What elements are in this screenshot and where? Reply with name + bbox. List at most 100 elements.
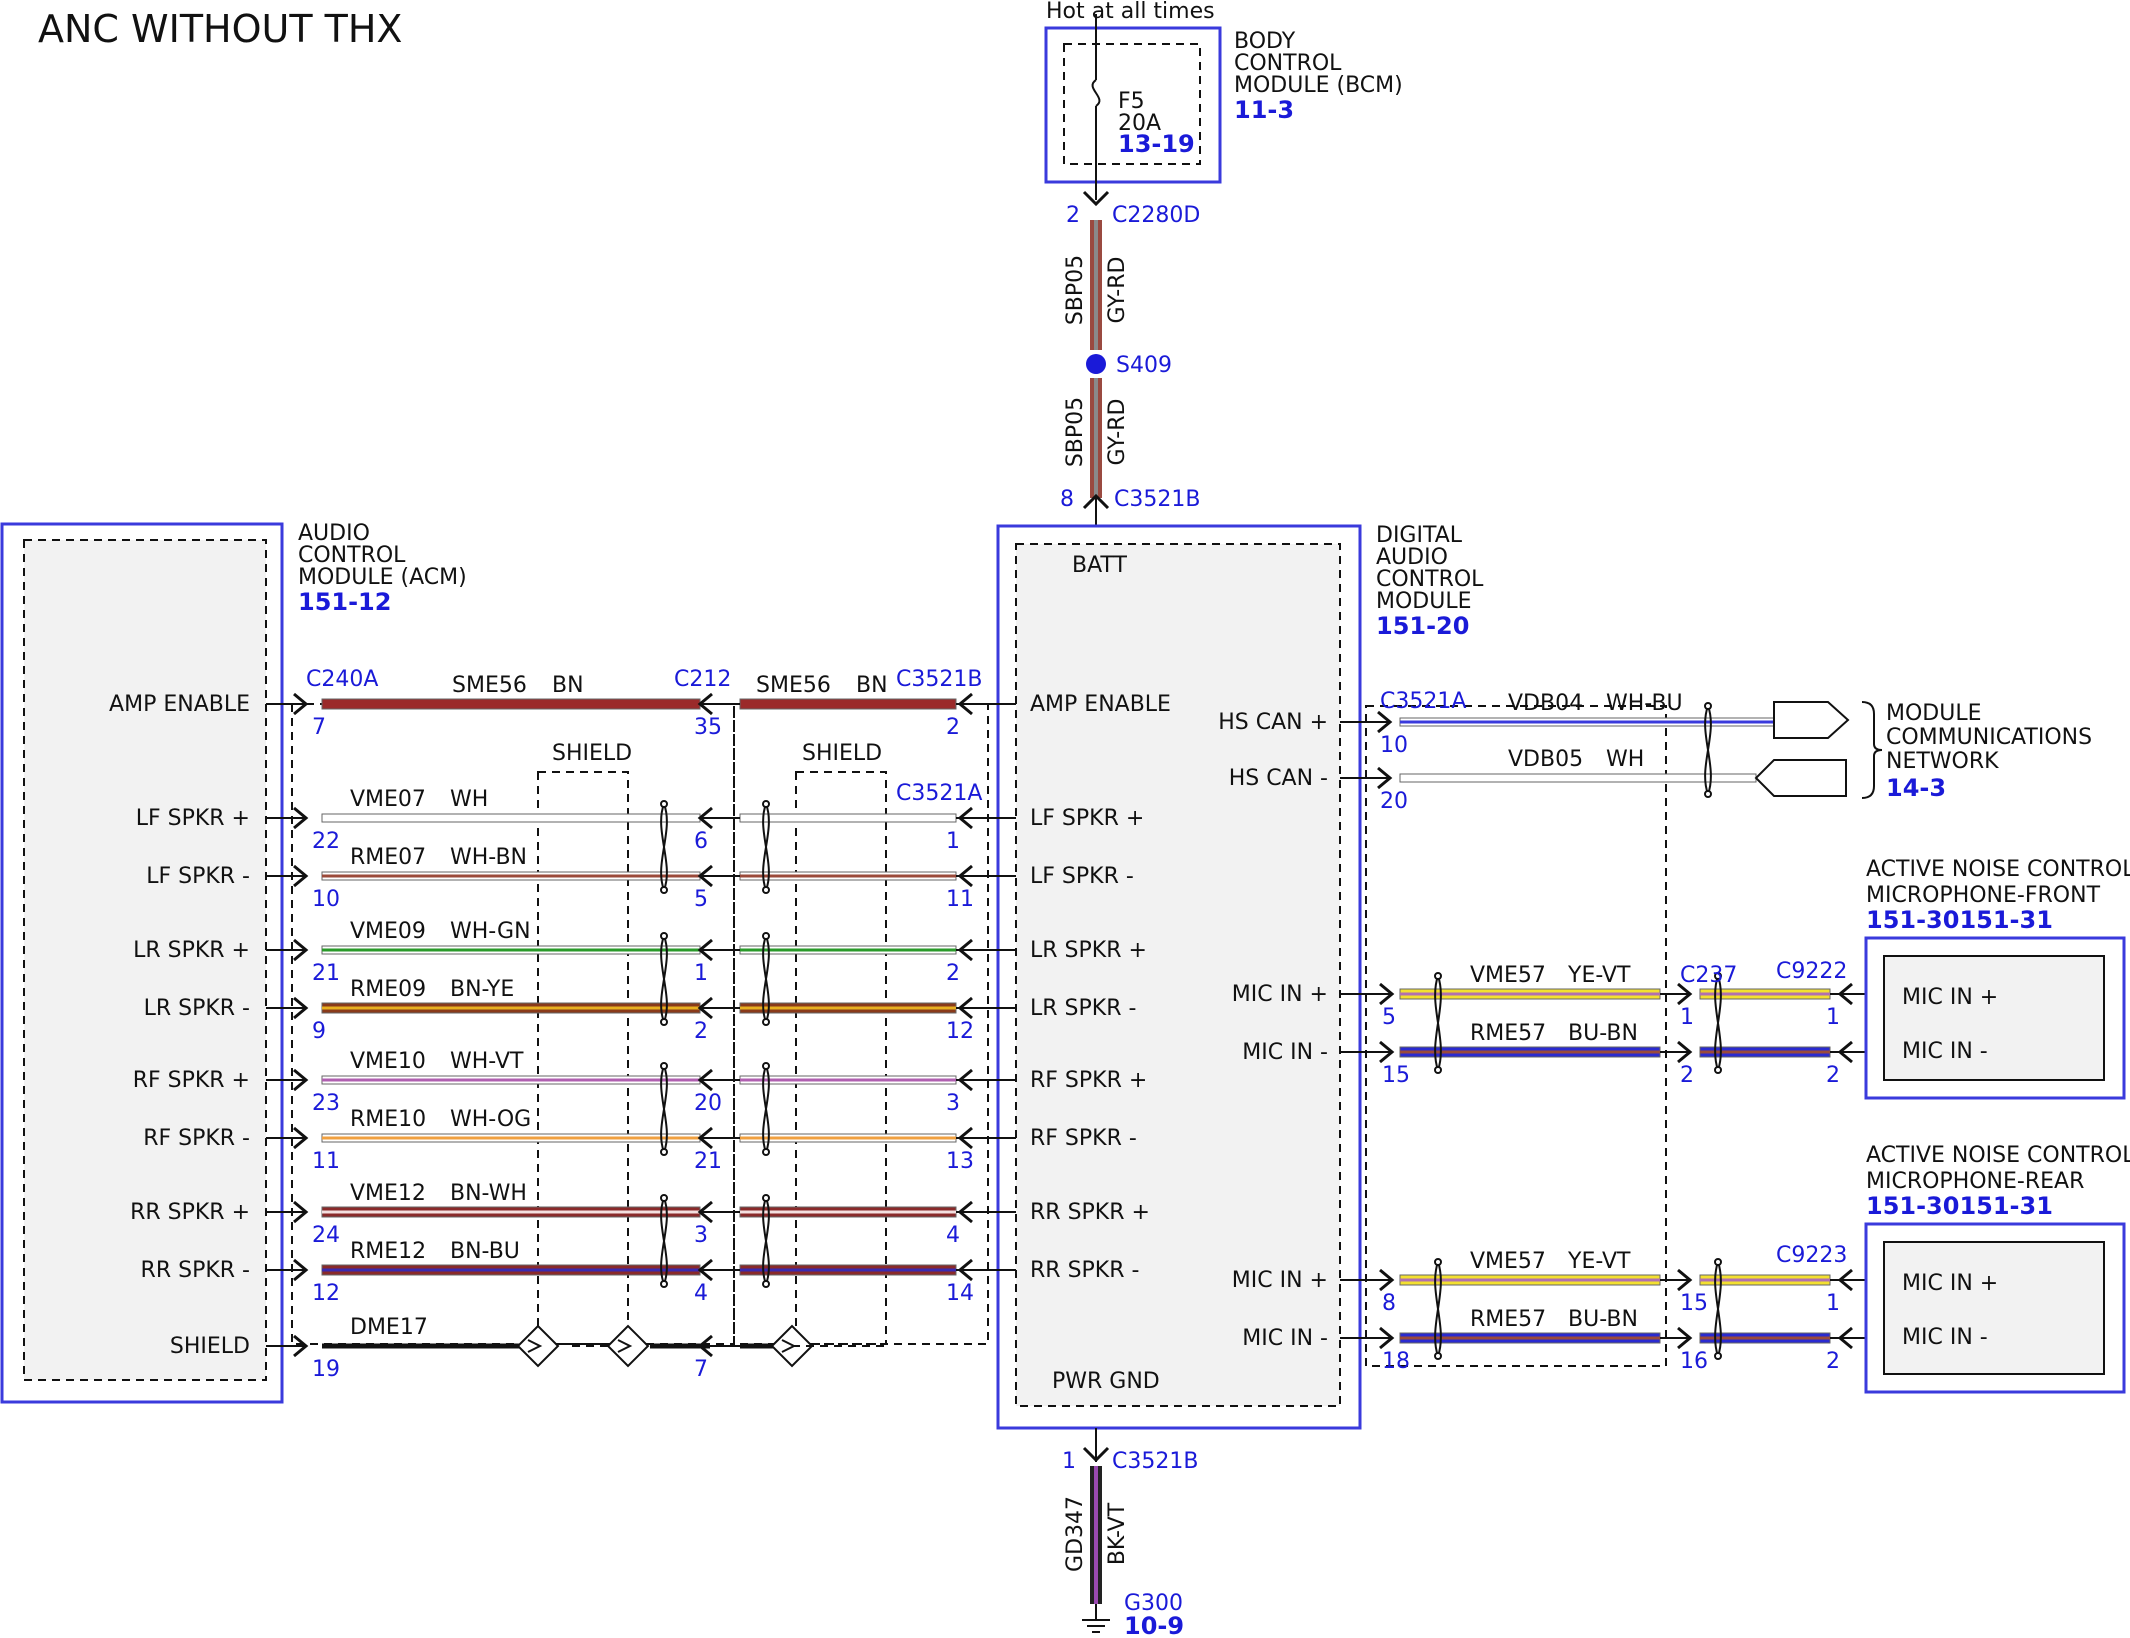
circuit-label: SBP05 [1063, 255, 1088, 325]
acm-inner-box [23, 539, 267, 1381]
svg-text:MIC IN -: MIC IN - [1902, 1039, 1988, 1064]
connector-arrow-icon [1377, 710, 1393, 734]
circuit-label: SME56 [756, 673, 831, 698]
dacm-mic-shield-outline [1365, 705, 1667, 1367]
pin-number: 4 [946, 1223, 960, 1248]
acm-pin-label: LR SPKR - [144, 996, 250, 1021]
pin-number: 9 [312, 1019, 326, 1044]
circuit-label: VDB05 [1508, 747, 1583, 772]
wire-color-label: BU-BN [1568, 1021, 1638, 1046]
wire-color-label: BN [552, 673, 584, 698]
hot-at-all-times-label: Hot at all times [1046, 0, 1215, 24]
circuit-label: VME10 [350, 1049, 426, 1074]
connector-arrow-icon [1082, 190, 1110, 207]
splice-icon [1086, 354, 1106, 374]
dacm-pin-label: LR SPKR - [1030, 996, 1136, 1021]
shield-2-box [795, 771, 887, 1345]
connector-arrow-icon [1379, 1268, 1395, 1292]
pin-number: 1 [694, 961, 708, 986]
acm-pin-label: RF SPKR + [133, 1068, 250, 1093]
power-feed: 2 C2280D S409 SBP05 GY-RD SBP05 GY-RD 8 … [1060, 190, 1200, 526]
acm-pin-label: AMP ENABLE [109, 692, 250, 717]
connector-arrow-icon [293, 938, 309, 962]
connector-arrow-icon [293, 996, 309, 1020]
ground-ref-link[interactable]: 10-9 [1124, 1612, 1184, 1638]
connector-id: C9222 [1776, 959, 1847, 984]
wire-color-label: BN-YE [450, 977, 514, 1002]
wire-stripe [740, 1268, 956, 1272]
pin-number: 11 [312, 1149, 340, 1174]
acm-ref-link[interactable]: 151-12 [298, 588, 391, 616]
svg-text:MIC IN +: MIC IN + [1902, 1271, 1998, 1296]
pin-number: 18 [1382, 1349, 1410, 1374]
svg-text:MICROPHONE-FRONT: MICROPHONE-FRONT [1866, 883, 2101, 908]
wire-color-label: BK-VT [1105, 1502, 1130, 1565]
connector-id: C3521B [896, 667, 982, 692]
wire-stripe [740, 1210, 956, 1214]
pin-number: 23 [312, 1091, 340, 1116]
dacm-pin-label: AMP ENABLE [1030, 692, 1171, 717]
pin-number: 8 [1382, 1291, 1396, 1316]
acm-pin-label: RR SPKR - [141, 1258, 250, 1283]
acm-pin-label: LF SPKR - [146, 864, 250, 889]
shield-label: SHIELD [552, 741, 632, 766]
pin-number: 24 [312, 1223, 340, 1248]
pin-number: 10 [1380, 733, 1408, 758]
wire-stripe [1400, 1336, 1660, 1340]
wire-color-label: GY-RD [1105, 399, 1130, 466]
svg-text:MIC IN -: MIC IN - [1902, 1325, 1988, 1350]
wire-stripe [322, 1210, 700, 1214]
circuit-label: VME57 [1470, 963, 1546, 988]
circuit-label: RME57 [1470, 1021, 1546, 1046]
connector-arrow-icon [293, 1068, 309, 1092]
pin-number: 2 [1066, 203, 1080, 228]
pin-number: 1 [1826, 1005, 1840, 1030]
dacm-module: BATT PWR GND DIGITAL AUDIO CONTROL MODUL… [996, 523, 1484, 1430]
circuit-label: RME07 [350, 845, 426, 870]
mic-rear-ref-link[interactable]: 151-30151-31 [1866, 1192, 2053, 1220]
pin-number: 10 [312, 887, 340, 912]
wire-stripe [322, 874, 700, 878]
pin-number: 6 [694, 829, 708, 854]
connector-arrow-icon [1677, 1326, 1693, 1350]
wire-stripe [740, 1078, 956, 1082]
shield-label: SHIELD [802, 741, 882, 766]
connector-arrow-icon [1379, 1040, 1395, 1064]
pin-number: 20 [1380, 789, 1408, 814]
diagram-title: ANC WITHOUT THX [38, 7, 402, 51]
mic-front-ref-link[interactable]: 151-30151-31 [1866, 906, 2053, 934]
pin-number: 2 [946, 715, 960, 740]
bcm-ref-link[interactable]: 11-3 [1234, 96, 1294, 124]
wire-stripe [740, 1006, 956, 1010]
pin-number: 12 [312, 1281, 340, 1306]
dacm-ref-link[interactable]: 151-20 [1376, 612, 1469, 640]
pin-number: 2 [1826, 1063, 1840, 1088]
pin-number: 11 [946, 887, 974, 912]
mcn-ref-link[interactable]: 14-3 [1886, 774, 1946, 802]
circuit-label: VME07 [350, 787, 426, 812]
connector-id: C2280D [1112, 203, 1200, 228]
dacm-pin-label: MIC IN + [1232, 1268, 1328, 1293]
wire-color-label: WH-VT [450, 1049, 524, 1074]
svg-text:MODULE: MODULE [1376, 589, 1472, 614]
fuse-ref-link[interactable]: 13-19 [1118, 130, 1195, 158]
connector-arrow-icon [1837, 1040, 1853, 1064]
wire-color-label: WH-OG [450, 1107, 531, 1132]
wire-color-label: GY-RD [1105, 257, 1130, 324]
wire-color-label: WH [1606, 747, 1644, 772]
pin-number: 1 [946, 829, 960, 854]
wire-color-label: WH-GN [450, 919, 531, 944]
wire-stripe [1700, 992, 1830, 996]
svg-text:COMMUNICATIONS: COMMUNICATIONS [1886, 725, 2092, 750]
connector-arrow-icon [293, 864, 309, 888]
pin-number: 7 [694, 1357, 708, 1382]
svg-text:AUDIO: AUDIO [1376, 545, 1448, 570]
